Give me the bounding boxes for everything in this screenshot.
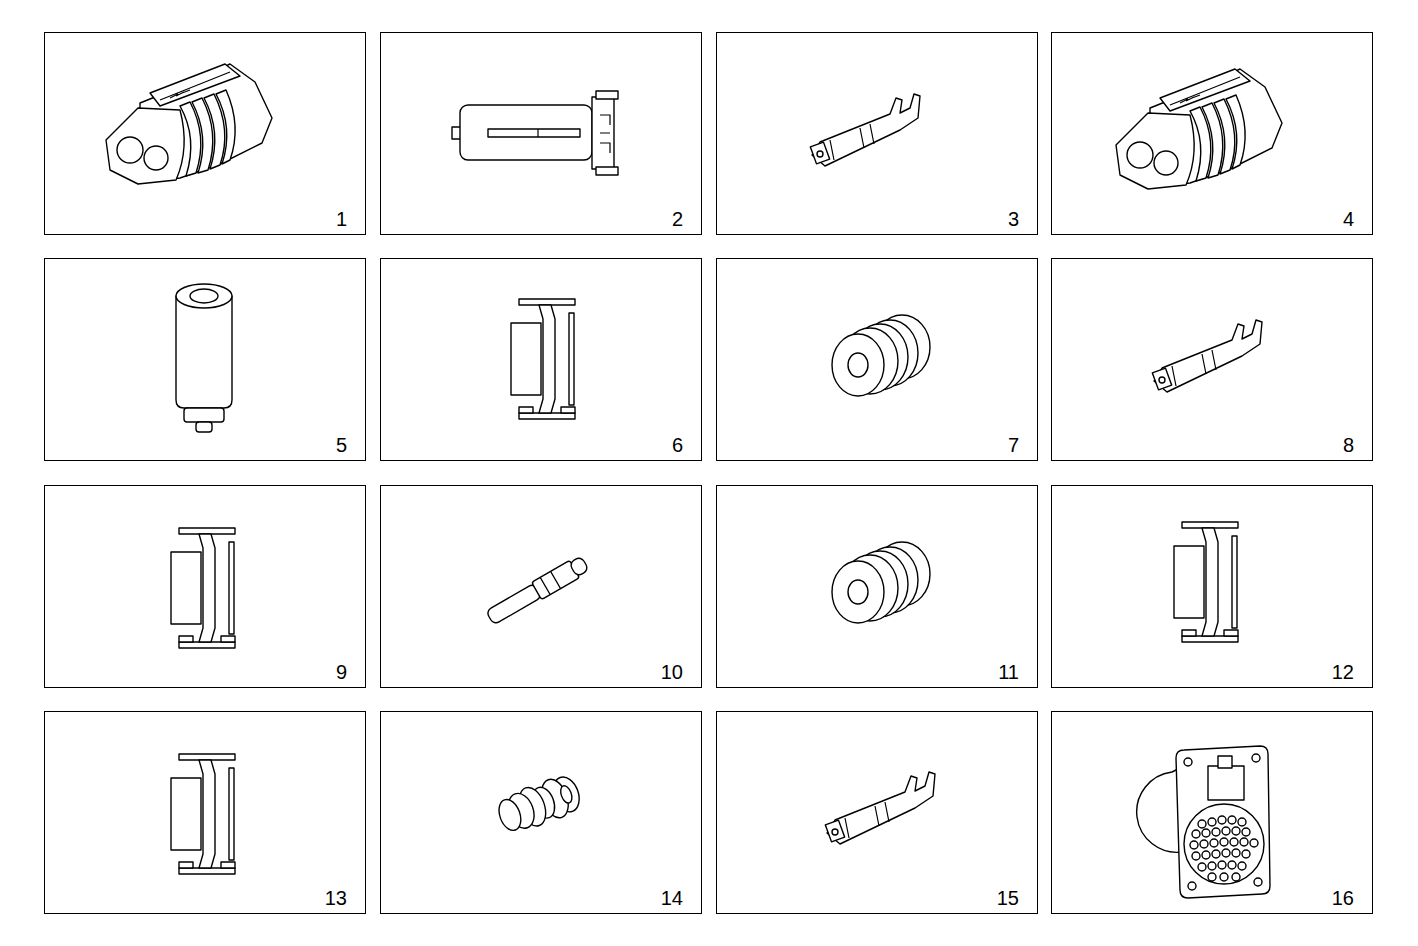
crimp-terminal [810,94,920,166]
part-cell: 16 [1051,711,1373,914]
callout-number: 13 [325,887,347,909]
part-cell: 5 [44,258,366,461]
callout-number: 5 [336,434,347,456]
part-cell: 2 [380,32,702,235]
callout-number: 12 [1332,661,1354,683]
seal-clip [171,528,235,648]
part-cell: 7 [716,258,1038,461]
crimp-terminal [1152,320,1262,392]
round-connector [1137,746,1270,898]
callout-number: 10 [661,661,683,683]
part-cell: 13 [44,711,366,914]
callout-number: 6 [672,434,683,456]
callout-number: 2 [672,208,683,230]
part-cell: 15 [716,711,1038,914]
connector-housing [1116,69,1282,189]
callout-number: 8 [1343,434,1354,456]
blade-terminal [485,554,590,626]
part-cell: 12 [1051,485,1373,688]
callout-number: 1 [336,208,347,230]
wire-seal [832,542,930,623]
callout-number: 9 [336,661,347,683]
callout-number: 16 [1332,887,1354,909]
wire-seal [832,315,930,396]
part-cell: 14 [380,711,702,914]
callout-number: 11 [998,661,1019,683]
part-cell: 1 [44,32,366,235]
callout-number: 7 [1008,434,1019,456]
connector-housing [106,64,272,184]
cable-plug [452,91,618,175]
callout-number: 3 [1008,208,1019,230]
part-cell: 10 [380,485,702,688]
callout-number: 14 [661,887,683,909]
part-cell: 6 [380,258,702,461]
part-cell: 11 [716,485,1038,688]
seal-clip [511,299,575,419]
seal-clip [171,754,235,874]
seal-clip [1174,522,1238,642]
wire-seal [494,772,585,838]
part-cell: 8 [1051,258,1373,461]
crimp-terminal [825,772,935,844]
part-cell: 4 [1051,32,1373,235]
cylinder-part [176,284,232,432]
part-cell: 9 [44,485,366,688]
callout-number: 15 [997,887,1019,909]
callout-number: 4 [1343,208,1354,230]
part-cell: 3 [716,32,1038,235]
